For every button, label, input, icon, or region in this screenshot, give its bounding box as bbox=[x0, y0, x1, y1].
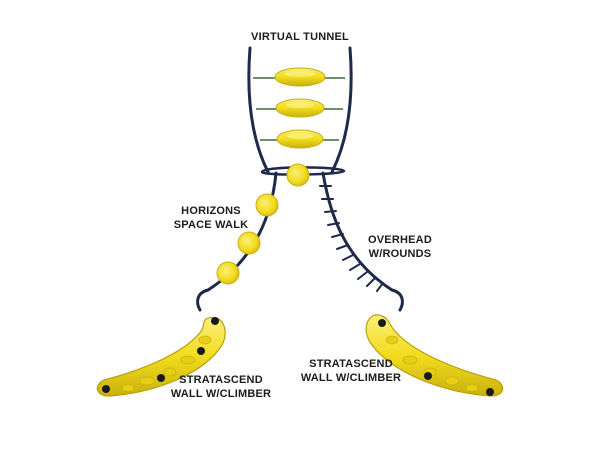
right-arch-hook bbox=[390, 288, 404, 312]
stepping-disc bbox=[237, 231, 261, 255]
stratascend-wall-right bbox=[365, 314, 504, 397]
stratascend-wall-left bbox=[96, 316, 226, 397]
overhead-round bbox=[342, 254, 354, 261]
climbing-hold bbox=[486, 388, 494, 396]
tunnel-pod bbox=[276, 129, 324, 149]
tunnel-base-disc bbox=[286, 163, 310, 187]
label-stratascend-left: STRATASCEND WALL W/CLIMBER bbox=[170, 374, 272, 400]
overhead-round bbox=[366, 277, 376, 287]
overhead-round bbox=[349, 263, 361, 271]
climbing-hold bbox=[211, 317, 219, 325]
overhead-round bbox=[327, 222, 340, 226]
overhead-round bbox=[331, 233, 344, 238]
overhead-round bbox=[376, 282, 384, 292]
climbing-hold bbox=[157, 374, 165, 382]
overhead-round bbox=[336, 244, 349, 250]
label-overhead-rounds: OVERHEAD W/ROUNDS bbox=[368, 234, 432, 260]
overhead-rounds bbox=[319, 171, 404, 312]
virtual-tunnel bbox=[247, 46, 353, 187]
tunnel-left-rail bbox=[247, 46, 270, 174]
tunnel-pod bbox=[274, 67, 326, 87]
left-arch-hook bbox=[196, 288, 210, 312]
overhead-rail bbox=[321, 171, 394, 292]
climbing-hold bbox=[378, 319, 386, 327]
label-horizons-space-walk: HORIZONS SPACE WALK bbox=[173, 205, 249, 231]
climbing-hold bbox=[102, 385, 110, 393]
label-virtual-tunnel: VIRTUAL TUNNEL bbox=[251, 31, 349, 43]
stepping-disc bbox=[255, 193, 279, 217]
tunnel-pod bbox=[275, 98, 325, 118]
tunnel-right-rail bbox=[330, 46, 353, 174]
horizons-space-walk bbox=[196, 171, 279, 312]
tunnel-base-hoop bbox=[260, 166, 346, 176]
climbing-hold bbox=[424, 372, 432, 380]
label-stratascend-right: STRATASCEND WALL W/CLIMBER bbox=[300, 358, 402, 384]
stepping-disc bbox=[216, 261, 240, 285]
climbing-hold bbox=[197, 347, 205, 355]
overhead-round bbox=[357, 271, 368, 280]
overhead-round bbox=[324, 210, 337, 213]
